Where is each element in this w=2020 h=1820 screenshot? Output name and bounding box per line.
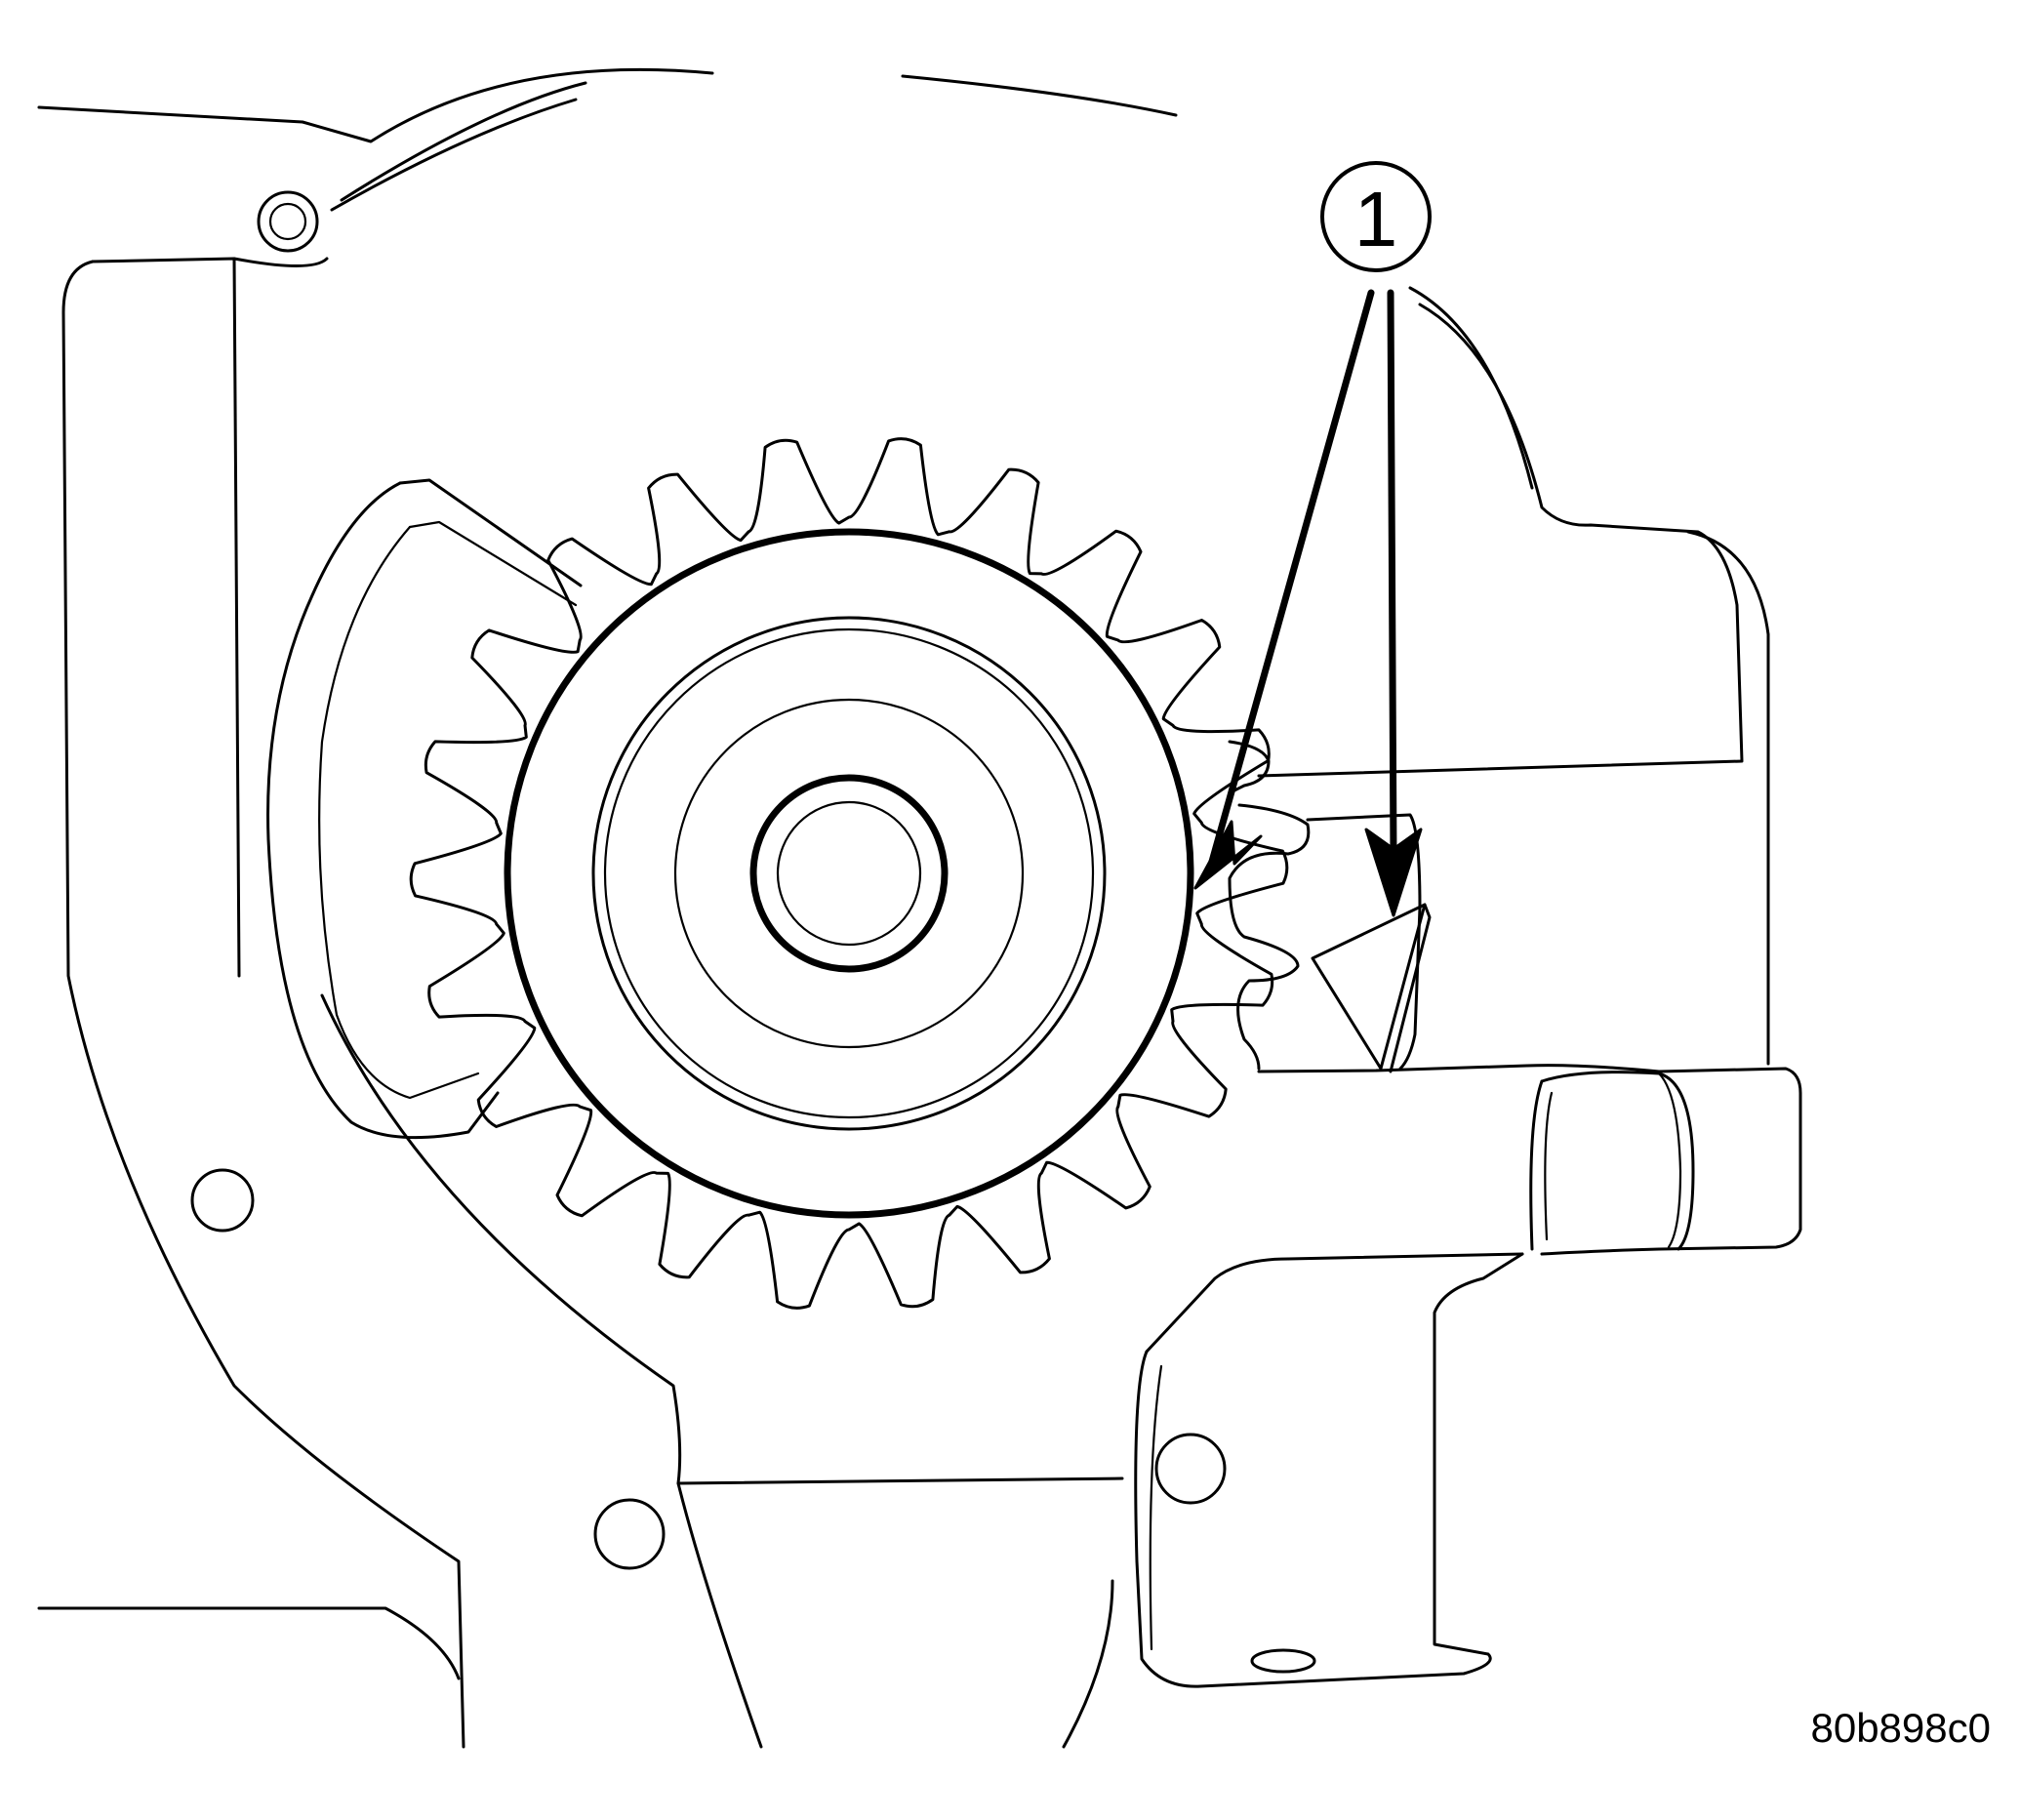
figure-id: 80b898c0	[1810, 1705, 1991, 1751]
sprocket-bore	[776, 800, 922, 947]
oil-pump-sprocket	[409, 437, 1289, 1310]
mounting-boss-top-left	[257, 190, 319, 253]
callout-arrows	[1193, 289, 1423, 917]
timing-wedge	[1311, 903, 1432, 1073]
sprocket-face-ring	[591, 616, 1107, 1131]
sprocket-bore-outer	[749, 774, 949, 973]
sprocket-hub-outer	[504, 528, 1194, 1219]
gear-mounting-plate	[266, 478, 583, 1140]
callout-number: 1	[1354, 176, 1398, 263]
engine-block-outline	[37, 67, 1178, 1749]
callout-leader-right	[1387, 289, 1397, 863]
right-housing-outline	[1134, 286, 1770, 1688]
bolt-hole-lower-right	[1154, 1433, 1227, 1505]
callout-circle	[1320, 161, 1432, 272]
bolt-hole-left	[190, 1168, 255, 1233]
sprocket-inner-ring	[673, 698, 1025, 1049]
sprocket-teeth	[409, 437, 1289, 1310]
callout-leader-left	[1206, 289, 1375, 872]
callout-arrowhead-right	[1364, 828, 1423, 917]
callout-arrowhead-left	[1193, 820, 1263, 890]
sprocket-face-ring-inner	[603, 627, 1095, 1119]
callout-marker: 1	[1320, 161, 1432, 272]
pump-arm	[1257, 1064, 1802, 1256]
bolt-hole-bottom	[593, 1498, 666, 1570]
